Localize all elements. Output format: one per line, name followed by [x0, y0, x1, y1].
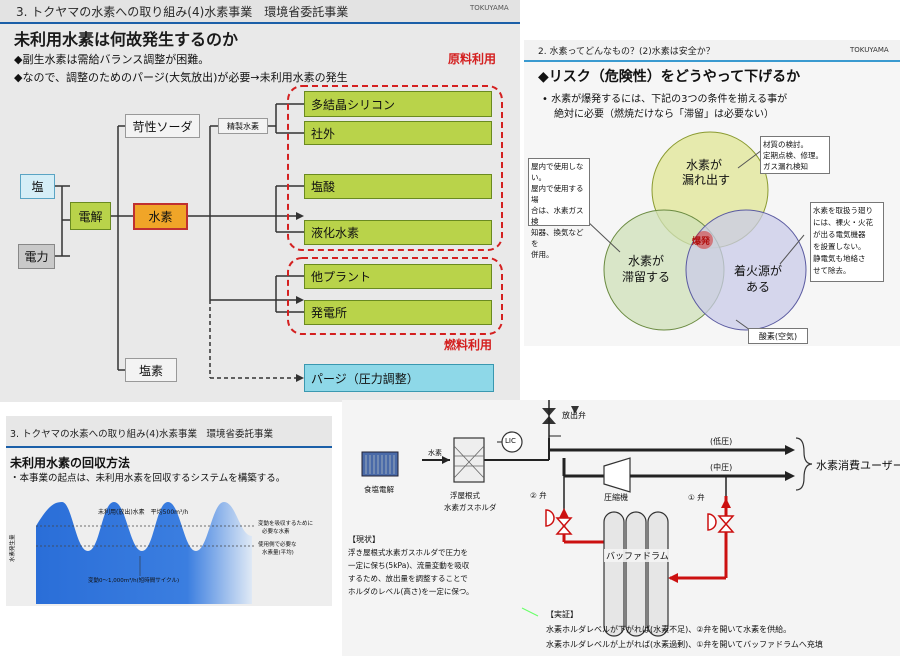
node-caustic-soda: 苛性ソーダ [125, 114, 200, 138]
valve2-label: ② 弁 [530, 491, 547, 500]
callout-right-line: 静電気も地絡さ [813, 254, 866, 263]
slide1-header: 3. トクヤマの水素への取り組み(4)水素事業 環境省委託事業 [16, 5, 349, 19]
demo-line: 水素ホルダレベルが下がれば(水素不足)、②弁を開いて水素を供給。 [546, 625, 792, 634]
callout-left: 屋内で使用しない。 屋内で使用する場 合は、水素ガス検 知器、換気などを 併用。 [528, 158, 590, 259]
process-flow-diagram [361, 400, 813, 637]
wave-right-label-2b: 水素量(平均) [262, 550, 294, 556]
node-chlorine: 塩素 [125, 358, 177, 382]
callout-left-line: 併用。 [531, 250, 554, 259]
status-line: するため、放出量を調整することで [348, 574, 468, 583]
slide1-title: 未利用水素は何故発生するのか [14, 30, 239, 49]
node-liquid-hydrogen: 液化水素 [304, 220, 492, 245]
vent-valve-label: 放出弁 [562, 411, 586, 420]
demo-line: 水素ホルダレベルが上がれば(水素過剰)、①弁を開いてバッファドラムへ充填 [546, 640, 823, 649]
slide2-bullet-cont: 絶対に必要（燃焼だけなら「滞留」は必要ない） [554, 109, 774, 120]
circle-stay-line2: 滞留する [622, 270, 671, 284]
wave-bottom-label: 変動0～1,000m³/h(短時間サイクル) [88, 578, 180, 584]
slide2-logo: TOKUYAMA [850, 46, 889, 54]
slide-buffer-system: 放出弁 水素 LIC (低圧) (中圧) 水素消費ユーザー 食塩電解 浮屋根式 … [342, 400, 900, 656]
callout-right-line: を設置しない。 [813, 242, 866, 251]
explosion-label: 爆発 [692, 237, 711, 247]
node-power: 電力 [18, 244, 55, 269]
node-power-plant: 発電所 [304, 300, 492, 325]
callout-left-line: 合は、水素ガス検 [531, 206, 584, 226]
status-line: ホルダのレベル(高さ)を一定に保つ。 [348, 587, 474, 596]
hydrogen-fluctuation-wave [36, 502, 256, 604]
slide-recovery-method: 3. トクヤマの水素への取り組み(4)水素事業 環境省委託事業 未利用水素の回収… [6, 416, 332, 606]
hydrogen-users-label: 水素消費ユーザー [816, 459, 900, 472]
hydrogen-line-label: 水素 [428, 449, 442, 457]
callout-left-line: 屋内で使用しない。 [531, 162, 584, 182]
node-refined-hydrogen: 精製水素 [218, 118, 268, 134]
circle-ignite-line1: 着火源が [734, 264, 783, 278]
slide1-logo: TOKUYAMA [470, 4, 509, 12]
node-hydrogen: 水素 [133, 203, 188, 230]
callout-right-line: には、裸火・火花 [813, 218, 873, 227]
lic-label: LIC [505, 437, 516, 445]
slide1-bullet-1: ◆副生水素は需給バランス調整が困難。 [14, 53, 210, 66]
callout-right-line: が出る電気機器 [813, 230, 866, 239]
wave-right-label-1b: 必要な水素 [262, 529, 290, 535]
callout-left-line: 屋内で使用する場 [531, 184, 584, 204]
slide1-connectors [55, 85, 503, 382]
node-polysilicon: 多結晶シリコン [304, 91, 492, 117]
callout-right-line: 水素を取扱う廻り [813, 206, 873, 215]
callout-oxygen: 酸素(空気) [748, 328, 808, 344]
valve1-label: ① 弁 [688, 493, 705, 502]
gas-holder-label-1: 浮屋根式 [450, 491, 480, 500]
circle-leak-line1: 水素が [686, 158, 723, 172]
callout-top: 材質の検討。 定期点検、修理。 ガス漏れ検知 [760, 136, 830, 174]
slide2-header: 2. 水素ってどんなもの？(2)水素は安全か？ [538, 47, 715, 57]
mid-pressure-label: (中圧) [710, 463, 733, 472]
slide3-header: 3. トクヤマの水素への取り組み(4)水素事業 環境省委託事業 [10, 429, 274, 440]
low-pressure-label: (低圧) [710, 437, 733, 446]
status-title: 【現状】 [348, 535, 380, 544]
wave-right-label-2: 使用側で必要な [258, 542, 297, 548]
slide2-bullet: • 水素が爆発するには、下記の3つの条件を揃える事が [542, 94, 788, 105]
buffer-drum-label: バッファドラム [604, 549, 671, 562]
wave-yaxis-label: 水素発生量 [10, 534, 16, 562]
circle-leak-line2: 漏れ出す [682, 173, 731, 187]
wave-right-label-1: 変動を吸収するために [258, 521, 314, 527]
node-hcl: 塩酸 [304, 174, 492, 199]
callout-right: 水素を取扱う廻り には、裸火・火花 が出る電気機器 を設置しない。 静電気も地絡… [810, 202, 884, 282]
slide-hydrogen-safety: 2. 水素ってどんなもの？(2)水素は安全か？ TOKUYAMA ◆リスク（危険… [524, 40, 900, 346]
node-purge: パージ（圧力調整） [304, 364, 494, 392]
circle-ignite-line2: ある [746, 280, 771, 294]
demo-title: 【実証】 [546, 610, 578, 619]
status-line: 浮き屋根式水素ガスホルダで圧力を [348, 548, 468, 557]
callout-right-line: せて除去。 [813, 266, 851, 275]
status-line: 一定に保ち(5kPa)、流量変動を吸収 [348, 561, 470, 570]
node-other-plant: 他プラント [304, 264, 492, 289]
compressor-label: 圧縮機 [604, 493, 628, 502]
slide1-header-bar [0, 0, 520, 24]
node-external: 社外 [304, 121, 492, 145]
slide2-header-bar [524, 40, 900, 62]
callout-left-line: 知器、換気などを [531, 228, 584, 248]
gas-holder-label-2: 水素ガスホルダ [444, 503, 497, 512]
node-salt: 塩 [20, 174, 55, 199]
slide1-bullet-2: ◆なので、調整のためのパージ(大気放出)が必要→未利用水素の発生 [14, 71, 348, 84]
electrolyzer-label: 食塩電解 [364, 485, 394, 494]
node-electrolysis: 電解 [70, 202, 111, 230]
venn-diagram [585, 131, 807, 331]
circle-stay-line1: 水素が [628, 254, 665, 268]
slide-hydrogen-flow: 3. トクヤマの水素への取り組み(4)水素事業 環境省委託事業 TOKUYAMA… [0, 0, 520, 402]
slide3-header-bar [6, 416, 332, 448]
raw-use-label: 原料利用 [448, 52, 497, 66]
wave-peak-label: 未利用(放出)水素 平均500m³/h [98, 509, 189, 516]
slide2-title: ◆リスク（危険性）をどうやって下げるか [538, 69, 801, 85]
slide3-title: 未利用水素の回収方法 [10, 456, 131, 470]
slide3-bullet: ・本事業の起点は、未利用水素を回収するシステムを構築する。 [10, 473, 286, 484]
callout-top-line: 定期点検、修理。 [763, 151, 823, 160]
fuel-use-label: 燃料利用 [444, 338, 493, 352]
callout-top-line: 材質の検討。 [763, 140, 808, 149]
callout-top-line: ガス漏れ検知 [763, 162, 808, 171]
